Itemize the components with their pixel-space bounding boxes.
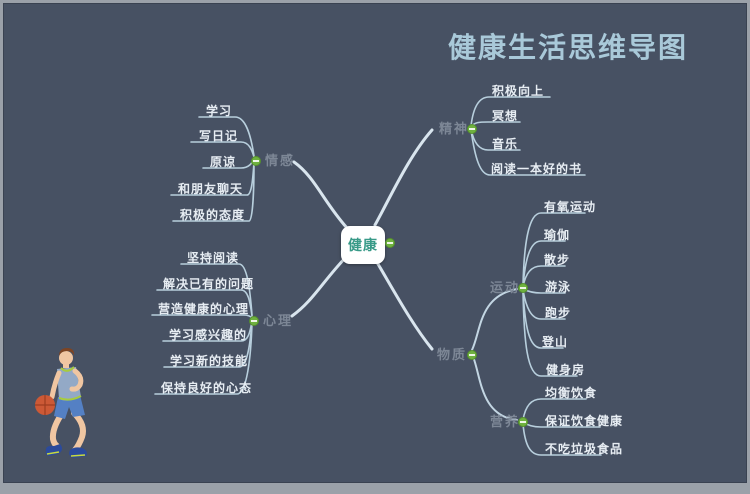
leaf-node[interactable]: 阅读一本好的书: [491, 162, 583, 176]
leaf-node[interactable]: 有氧运动: [544, 200, 597, 214]
leaf-node[interactable]: 积极向上: [492, 84, 545, 98]
leaf-lines: [151, 96, 602, 456]
leaf-node[interactable]: 积极的态度: [180, 208, 246, 222]
basketball-player-illustration: [35, 348, 87, 458]
leaf-node[interactable]: 均衡饮食: [545, 386, 598, 400]
leaf-node[interactable]: 瑜伽: [544, 228, 571, 242]
central-topic-health[interactable]: 健康: [341, 226, 385, 264]
leaf-node[interactable]: 保持良好的心态: [161, 381, 253, 395]
collapse-button-exercise[interactable]: [518, 283, 528, 293]
mindmap-canvas[interactable]: 健康生活思维导图 健康 情感 精神 心理 物质 运动 营养 学习 写日记 原谅 …: [3, 3, 747, 483]
leaf-node[interactable]: 学习: [206, 104, 233, 118]
collapse-button-material[interactable]: [467, 350, 477, 360]
collapse-button-spirit[interactable]: [467, 124, 477, 134]
leaf-node[interactable]: 坚持阅读: [187, 251, 240, 265]
branch-exercise[interactable]: 运动: [490, 280, 521, 295]
leaf-node[interactable]: 游泳: [545, 280, 572, 294]
leaf-node[interactable]: 音乐: [492, 137, 519, 151]
leaf-node[interactable]: 不吃垃圾食品: [545, 442, 624, 456]
collapse-button-emotion[interactable]: [251, 156, 261, 166]
collapse-button-center[interactable]: [385, 238, 395, 248]
leaf-node[interactable]: 登山: [542, 335, 569, 349]
page-title: 健康生活思维导图: [448, 33, 689, 64]
leaf-node[interactable]: 营造健康的心理: [158, 302, 250, 316]
leaf-node[interactable]: 学习感兴趣的: [169, 328, 248, 342]
leaf-node[interactable]: 和朋友聊天: [178, 182, 244, 196]
branch-nutrition[interactable]: 营养: [490, 414, 521, 429]
leaf-node[interactable]: 解决已有的问题: [163, 277, 255, 291]
collapse-button-nutrition[interactable]: [518, 417, 528, 427]
leaf-node[interactable]: 写日记: [199, 129, 239, 143]
collapse-button-mind[interactable]: [249, 316, 259, 326]
branch-spirit[interactable]: 精神: [439, 121, 470, 136]
leaf-node[interactable]: 散步: [544, 253, 571, 267]
leaf-node[interactable]: 学习新的技能: [170, 354, 249, 368]
branch-mind[interactable]: 心理: [263, 313, 294, 328]
leaf-node[interactable]: 原谅: [210, 155, 237, 169]
sub-branch-lines: [471, 288, 518, 421]
leaf-node[interactable]: 跑步: [545, 306, 572, 320]
leaf-node[interactable]: 保证饮食健康: [545, 414, 624, 428]
branch-emotion[interactable]: 情感: [265, 153, 296, 168]
branch-material[interactable]: 物质: [437, 347, 468, 362]
leaf-node[interactable]: 健身房: [546, 363, 586, 377]
leaf-node[interactable]: 冥想: [492, 109, 519, 123]
